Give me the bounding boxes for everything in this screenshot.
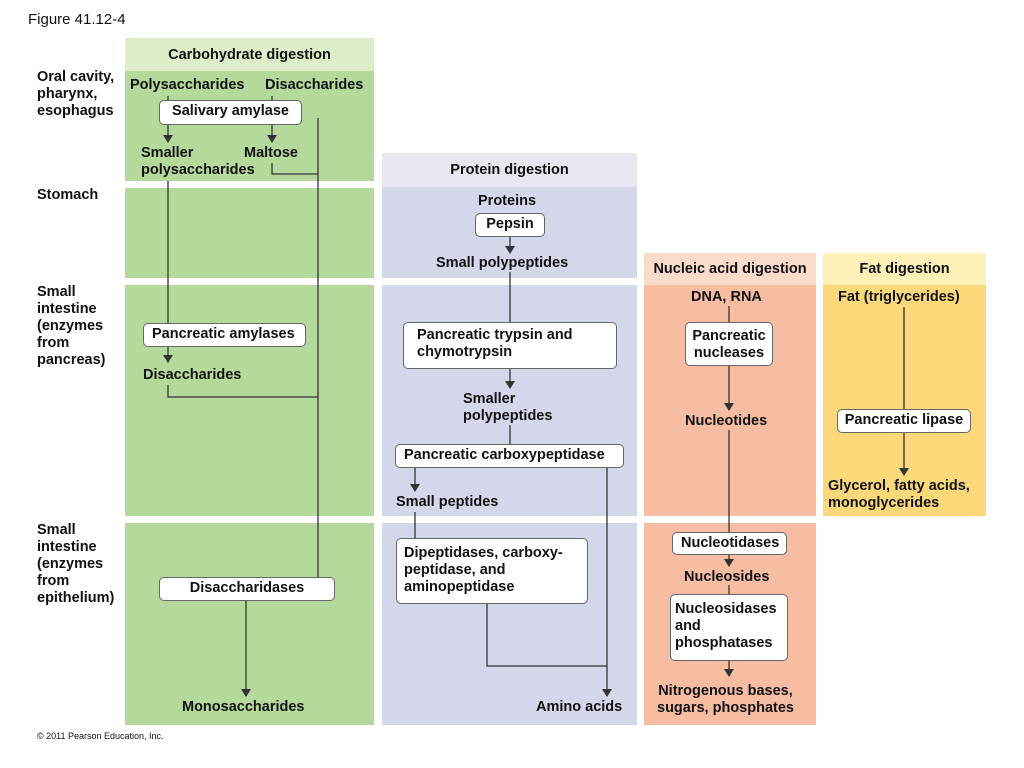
nitrogenous-bases-label: Nitrogenous bases, sugars, phosphates	[657, 683, 794, 716]
small-polypeptides-label: Small polypeptides	[436, 255, 569, 271]
carb-stomach-panel	[125, 188, 374, 278]
copyright: © 2011 Pearson Education, Inc.	[37, 731, 164, 741]
smaller-polypeptides-label: Smaller polypeptides	[463, 391, 553, 424]
disaccharides-label: Disaccharides	[265, 77, 364, 93]
nucleotides-label: Nucleotides	[685, 413, 768, 429]
fat-products-label: Glycerol, fatty acids, monoglycerides	[828, 478, 970, 511]
row-label-small-intestine-epithelium: Small intestine (enzymes from epithelium…	[37, 522, 115, 606]
pepsin-box: Pepsin	[475, 213, 545, 237]
nucleosides-label: Nucleosides	[684, 569, 770, 585]
dna-rna-label: DNA, RNA	[691, 289, 762, 305]
trypsin-chymotrypsin-box: Pancreatic trypsin and chymotrypsin	[403, 322, 617, 369]
disaccharidases-box: Disaccharidases	[159, 577, 335, 601]
row-label-small-intestine-pancreas: Small intestine (enzymes from pancreas)	[37, 284, 106, 368]
carb-header: Carbohydrate digestion	[168, 46, 331, 63]
proteins-label: Proteins	[478, 193, 537, 209]
pancreatic-nucleases-box: Pancreatic nucleases	[685, 322, 773, 366]
row-label-stomach: Stomach	[37, 187, 99, 203]
carb-oral-panel	[125, 71, 374, 181]
monosaccharides-label: Monosaccharides	[182, 699, 305, 715]
protein-header-panel	[382, 153, 637, 187]
figure-label: Figure 41.12-4	[28, 11, 126, 28]
nucleosidases-box: Nucleosidases and phosphatases	[670, 594, 788, 661]
amino-acids-label: Amino acids	[536, 699, 623, 715]
fat-header-panel	[823, 253, 986, 285]
fat-header: Fat digestion	[859, 261, 950, 277]
nucleic-header: Nucleic acid digestion	[653, 261, 807, 277]
nucleic-pancreas-panel	[644, 285, 816, 516]
carb-header-panel	[125, 38, 374, 71]
pancreatic-amylases-box: Pancreatic amylases	[143, 323, 306, 347]
maltose-label: Maltose	[244, 145, 298, 161]
protein-header: Protein digestion	[450, 162, 569, 178]
carboxypeptidase-box: Pancreatic carboxypeptidase	[395, 444, 624, 468]
polysaccharides-label: Polysaccharides	[130, 77, 245, 93]
salivary-amylase-box: Salivary amylase	[159, 100, 302, 125]
small-peptides-label: Small peptides	[396, 494, 499, 510]
pancreatic-lipase-box: Pancreatic lipase	[837, 409, 971, 433]
nucleotidases-box: Nucleotidases	[672, 532, 787, 555]
carb-pancreas-panel	[125, 285, 374, 516]
dipeptidases-box: Dipeptidases, carboxy- peptidase, and am…	[396, 538, 588, 604]
disaccharides-product-label: Disaccharides	[143, 367, 242, 383]
smaller-polysaccharides-label: Smaller polysaccharides	[141, 145, 255, 178]
carb-epithelium-panel	[125, 523, 374, 725]
fat-triglycerides-label: Fat (triglycerides)	[838, 289, 960, 305]
row-label-oral: Oral cavity, pharynx, esophagus	[37, 69, 115, 119]
nucleic-header-panel	[644, 253, 816, 285]
